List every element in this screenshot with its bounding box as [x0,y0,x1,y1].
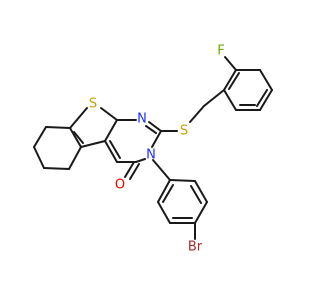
bond [223,89,237,111]
oxygen-carbonyl-atom: O [115,178,125,193]
bond [100,107,118,121]
bond [259,89,273,111]
bond [157,201,171,224]
nitrogen-amide-atom: N [146,148,156,163]
bond [157,179,171,203]
bond [104,119,118,142]
bond [223,69,237,91]
bond [259,69,273,91]
bond [68,146,82,170]
bond [73,131,84,144]
bond [151,130,162,148]
bond [189,105,205,123]
bond [45,126,71,129]
nitrogen-ring-atom: N [137,112,147,127]
bond [194,201,208,224]
bromine-atom: Br [188,240,203,255]
bond [43,167,70,170]
bond [80,140,106,148]
fluorine-atom: F [217,44,224,59]
bonds [33,56,273,240]
bond [148,121,162,132]
bond [135,158,146,163]
bond [256,89,268,107]
sulfur-thiophene-atom: S [89,97,97,112]
bond [190,185,202,204]
bond [224,56,237,71]
molecule-structure: F S S N N O Br [33,44,273,255]
bond [129,163,140,180]
bond [145,125,157,134]
bond [124,161,135,178]
molecule-canvas: F S S N N O Br [33,44,273,255]
bond [69,127,82,148]
bond [169,179,196,182]
bond [69,107,88,129]
bond [33,146,45,169]
bond [33,126,47,148]
bond [104,140,118,163]
bond [109,140,121,159]
bond [228,72,240,90]
atom-labels: F S S N N O Br [89,44,225,255]
bond [203,89,225,107]
bond [162,184,174,203]
bond [194,180,208,203]
sulfur-thioether-atom: S [180,124,188,139]
bond [152,159,171,181]
